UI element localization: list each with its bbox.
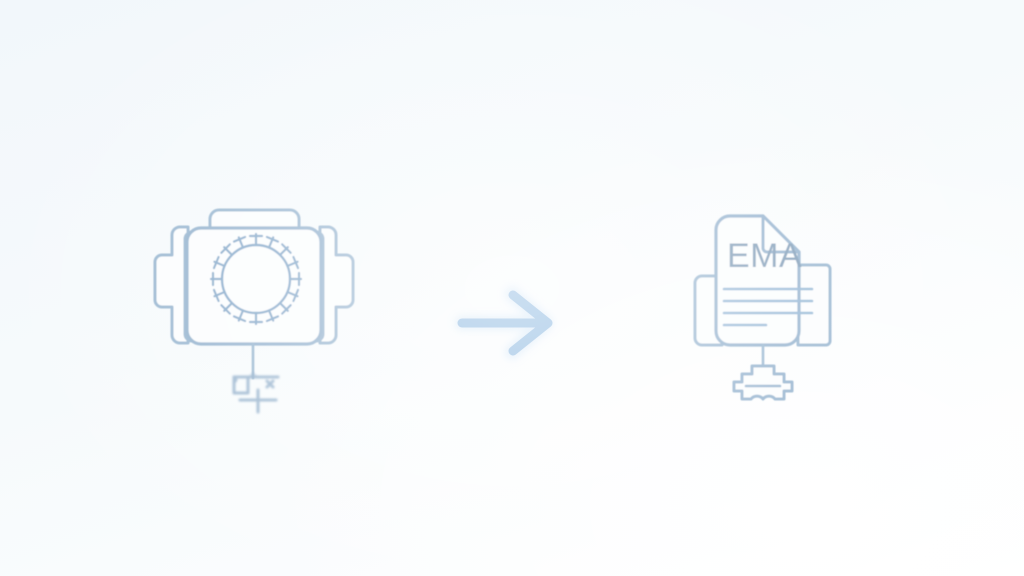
right-node-group: EMA bbox=[693, 214, 832, 401]
analyzer-base-gear-partial bbox=[232, 372, 280, 414]
virus-particle bbox=[209, 232, 303, 326]
right-node-document bbox=[685, 205, 845, 415]
transformation-arrow bbox=[457, 290, 553, 356]
virus-spikes bbox=[209, 232, 303, 326]
document-heading: EMA bbox=[727, 237, 802, 275]
analyzer-right-wing bbox=[318, 225, 355, 345]
arrow-region bbox=[450, 288, 560, 360]
analyzer-left-wing bbox=[153, 225, 190, 345]
document-right-panel bbox=[796, 263, 832, 347]
left-node-analyzer bbox=[150, 200, 360, 415]
document-folded-corner bbox=[761, 214, 801, 254]
left-node-group bbox=[153, 208, 355, 380]
settings-gear-icon bbox=[732, 364, 794, 401]
document-text-lines bbox=[722, 287, 814, 327]
